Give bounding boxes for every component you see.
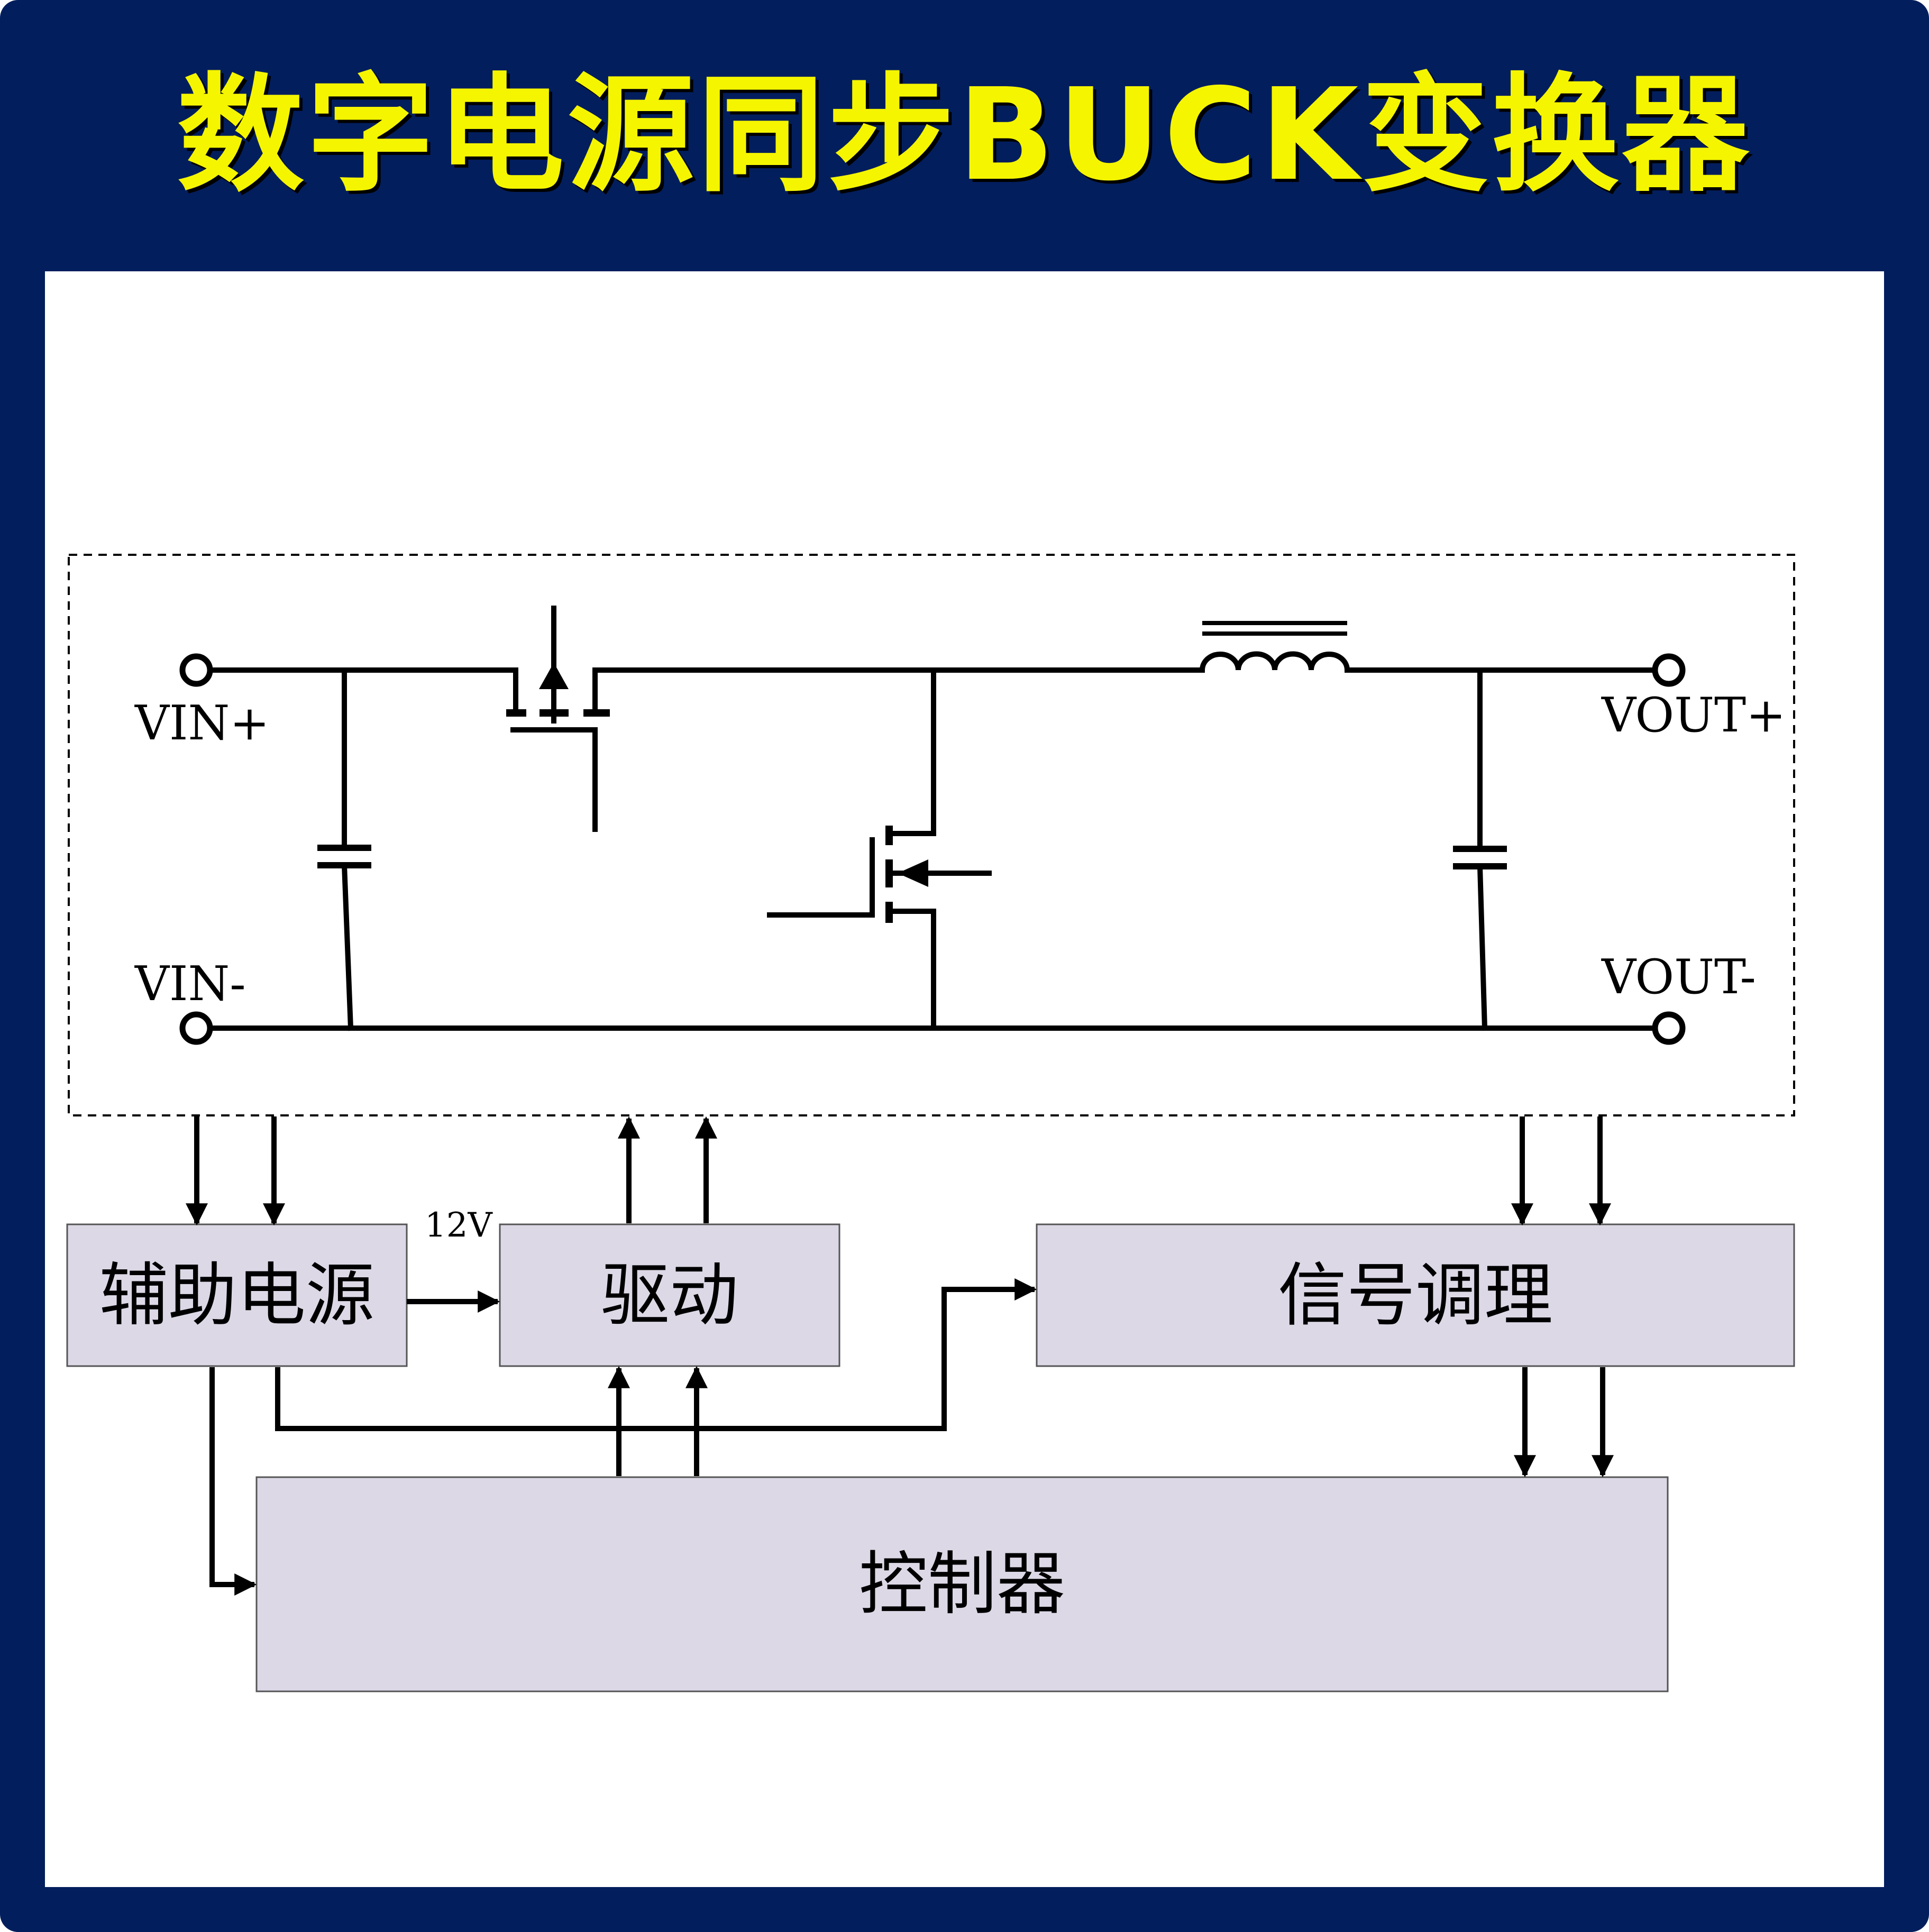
- inductor: [1200, 621, 1350, 671]
- vout-plus-label: VOUT+: [1601, 688, 1786, 743]
- signal-conditioning-block: 信号调理: [1036, 1223, 1795, 1367]
- signal-arrows: [186, 1116, 1614, 1596]
- aux-power-label: 辅助电源: [99, 1255, 374, 1335]
- controller-label: 控制器: [859, 1544, 1065, 1624]
- vout-minus-terminal: [1652, 1011, 1686, 1045]
- vin-plus-terminal: [179, 653, 213, 687]
- vout-minus-label: VOUT-: [1601, 949, 1756, 1005]
- vout-plus-terminal: [1652, 653, 1686, 687]
- input-capacitor: [317, 845, 371, 868]
- signal-conditioning-label: 信号调理: [1278, 1255, 1553, 1335]
- buck-converter-diagram: VIN+ VIN- VOUT+ VOUT- 辅助电源 驱动 信号调理 控制器 1…: [66, 554, 1795, 1692]
- controller-block: 控制器: [255, 1476, 1669, 1692]
- driver-label: 驱动: [601, 1255, 738, 1335]
- vin-minus-terminal: [179, 1011, 213, 1045]
- diagram-canvas: VIN+ VIN- VOUT+ VOUT- 辅助电源 驱动 信号调理 控制器 1…: [45, 271, 1884, 1887]
- supply-12v-label: 12V: [425, 1206, 493, 1245]
- high-side-mosfet-arrow: [539, 663, 569, 689]
- power-stage-enclosure: [68, 554, 1795, 1116]
- low-side-mosfet-arrow: [898, 859, 928, 887]
- page-title: 数字电源同步BUCK变换器: [177, 61, 1752, 209]
- vin-minus-label: VIN-: [134, 956, 246, 1012]
- output-capacitor: [1453, 846, 1507, 869]
- aux-power-block: 辅助电源: [66, 1223, 408, 1367]
- driver-block: 驱动: [499, 1223, 840, 1367]
- vin-plus-label: VIN+: [134, 695, 270, 751]
- terminals: [179, 653, 1686, 1045]
- power-stage-wires: [200, 606, 1665, 1031]
